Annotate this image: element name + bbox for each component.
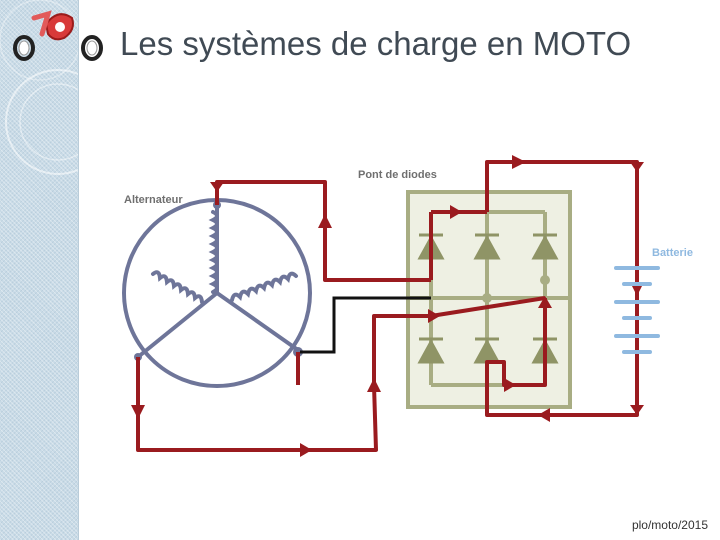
slide-title: Les systèmes de charge en MOTO	[120, 25, 632, 62]
label-alternateur: Alternateur	[124, 194, 183, 206]
battery-symbol	[614, 266, 660, 354]
charging-circuit-diagram: Alternateur Pont de diodes Batterie	[122, 155, 693, 457]
sidebar-decoration	[0, 0, 79, 540]
diode-upper-row	[417, 233, 559, 260]
motorcycle-logo-icon: 76	[6, 4, 110, 68]
slide-footer: plo/moto/2015	[631, 518, 708, 532]
decorative-circles	[0, 0, 78, 175]
label-batterie: Batterie	[652, 247, 693, 259]
bridge-junction-dots	[482, 275, 550, 303]
flow-arrows	[131, 155, 644, 457]
phase-wire-black	[300, 296, 431, 354]
stator-windings	[136, 203, 300, 359]
label-pont-de-diodes: Pont de diodes	[358, 169, 437, 181]
logo-text: 76	[36, 21, 38, 23]
